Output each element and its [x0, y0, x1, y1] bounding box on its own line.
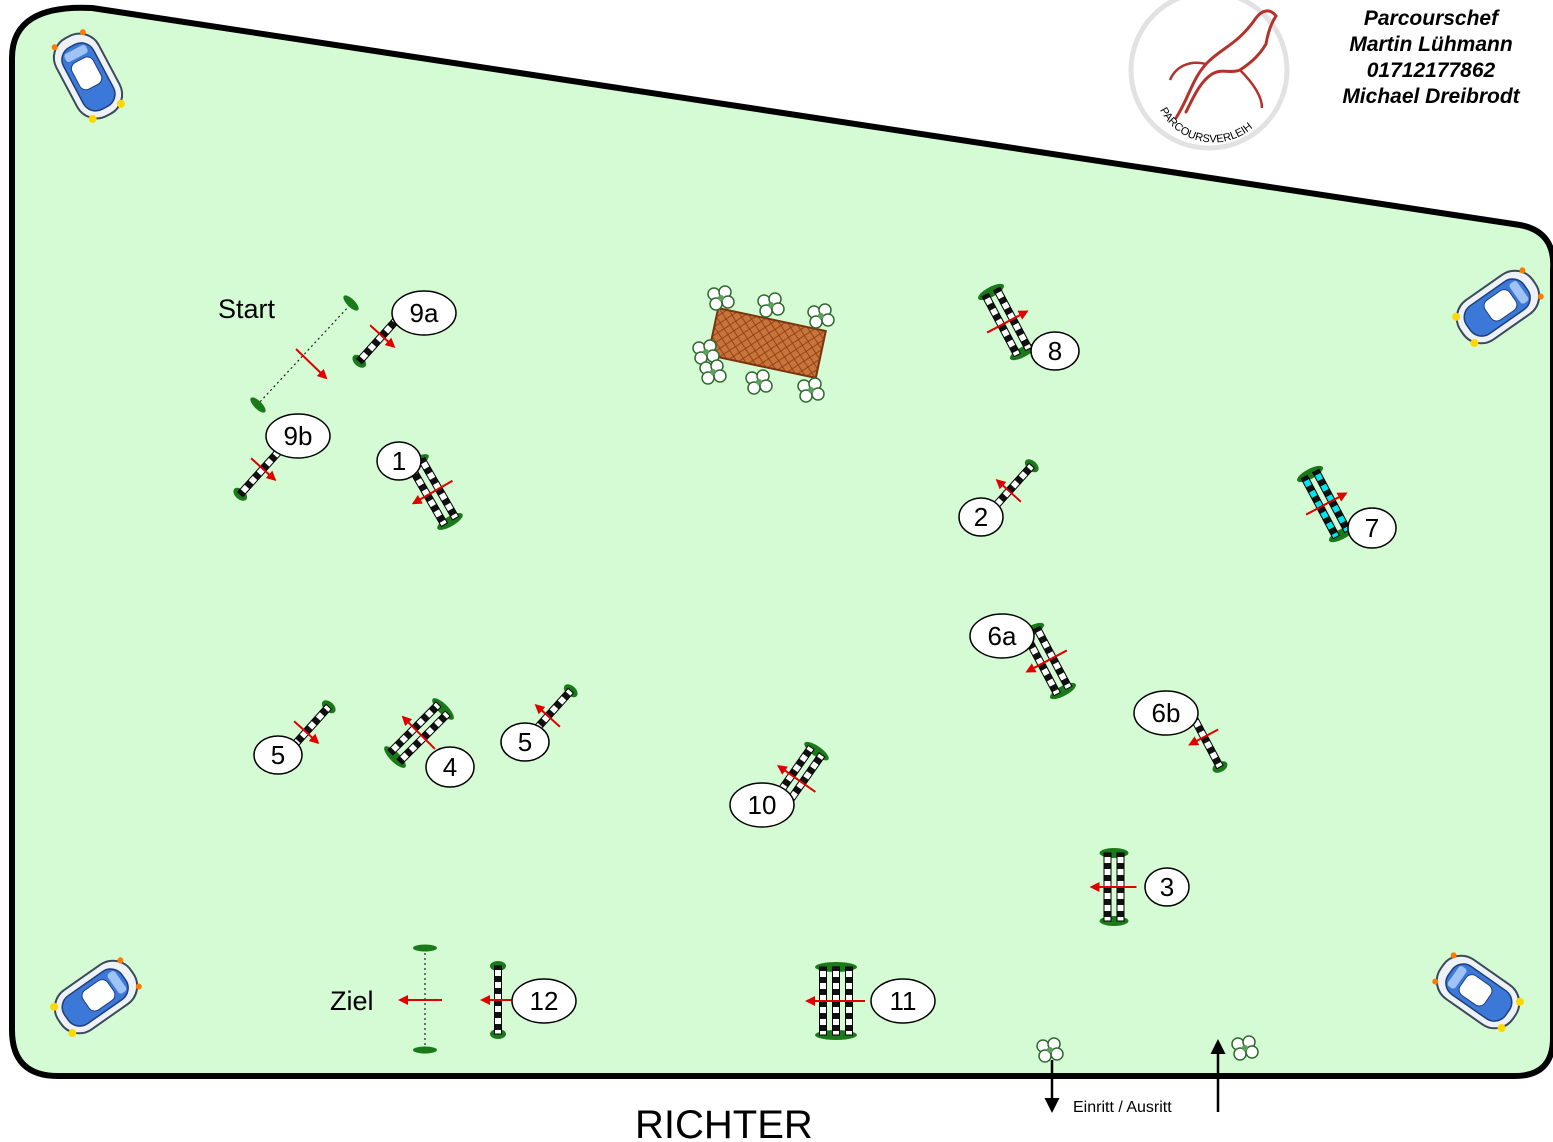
obstacle-label: 7 — [1365, 513, 1379, 543]
obstacle-label: 4 — [443, 752, 457, 782]
info-line-phone: 01712177862 — [1366, 59, 1496, 82]
obstacle-label: 8 — [1048, 336, 1062, 366]
jump-7 — [1297, 465, 1355, 543]
bush-icon — [797, 377, 825, 403]
start-label: Start — [218, 294, 276, 324]
jump-12 — [480, 961, 514, 1039]
bush-icon — [699, 359, 727, 385]
obstacle-label: 6a — [988, 621, 1017, 651]
obstacle-number-8: 8 — [1030, 331, 1080, 371]
obstacle-number-3: 3 — [1144, 867, 1190, 907]
arrow-icon — [250, 457, 277, 482]
arrow-icon — [293, 720, 320, 745]
finish-label: Ziel — [330, 986, 374, 1016]
obstacle-number-6a: 6a — [969, 613, 1035, 659]
jump-3 — [1089, 848, 1137, 926]
arrow-icon — [1025, 649, 1068, 673]
obstacle-number-5l: 5 — [253, 735, 303, 775]
entrance-arrows — [1044, 1039, 1226, 1113]
obstacle-label: 10 — [748, 790, 777, 820]
arrow-icon — [369, 324, 396, 349]
wall-obstacle — [692, 285, 835, 403]
obstacle-number-1: 1 — [376, 441, 422, 481]
obstacle-number-4: 4 — [425, 746, 475, 788]
bush-icon — [757, 292, 785, 318]
obstacle-label: 5 — [271, 740, 285, 770]
obstacle-label: 5 — [518, 727, 532, 757]
arrow-icon — [411, 479, 453, 505]
obstacle-label: 6b — [1152, 698, 1181, 728]
jump-8 — [978, 283, 1036, 361]
info-line-name-2: Michael Dreibrodt — [1342, 85, 1520, 108]
bush-icon — [807, 303, 835, 329]
bush-icon — [707, 285, 735, 311]
parcours-logo: PARCOURSVERLEIH — [1128, 0, 1290, 151]
obstacle-label: 9a — [410, 298, 439, 328]
obstacle-number-11: 11 — [870, 978, 936, 1024]
jump-11 — [805, 962, 865, 1040]
obstacle-label: 9b — [284, 421, 313, 451]
obstacle-label: 1 — [392, 446, 406, 476]
obstacle-label: 12 — [530, 986, 559, 1016]
obstacle-label: 2 — [974, 502, 988, 532]
judge-label: RICHTER — [635, 1103, 813, 1142]
info-line-title: Parcourschef — [1363, 7, 1499, 30]
finish-line — [398, 944, 442, 1054]
bush-icon — [1036, 1037, 1064, 1063]
arrow-icon — [986, 310, 1029, 334]
obstacle-number-5r: 5 — [500, 722, 550, 762]
jump-4 — [384, 698, 454, 768]
obstacle-number-9b: 9b — [265, 413, 331, 459]
start-line — [250, 295, 359, 413]
arrow-icon — [1188, 728, 1219, 746]
arena — [9, 4, 1553, 1079]
entrance-label: Einritt / Ausritt — [1073, 1099, 1172, 1116]
arrow-icon — [401, 715, 436, 750]
obstacle-number-6b: 6b — [1133, 690, 1199, 736]
obstacle-label: 11 — [890, 986, 917, 1016]
arrow-icon — [1305, 492, 1348, 516]
obstacle-number-12: 12 — [511, 978, 577, 1024]
info-line-name: Martin Lühmann — [1349, 33, 1513, 56]
bush-icon — [1231, 1035, 1259, 1061]
arrow-icon — [995, 478, 1022, 503]
obstacle-label: 3 — [1160, 872, 1174, 902]
obstacle-number-10: 10 — [729, 782, 795, 828]
obstacle-number-2: 2 — [958, 497, 1004, 537]
obstacle-number-9a: 9a — [391, 290, 457, 336]
arrow-icon — [776, 764, 817, 793]
bush-icon — [745, 369, 773, 395]
course-designer-info: Parcourschef Martin Lühmann 01712177862 … — [1301, 6, 1553, 110]
arrow-icon — [534, 703, 561, 728]
obstacle-number-7: 7 — [1347, 507, 1397, 549]
